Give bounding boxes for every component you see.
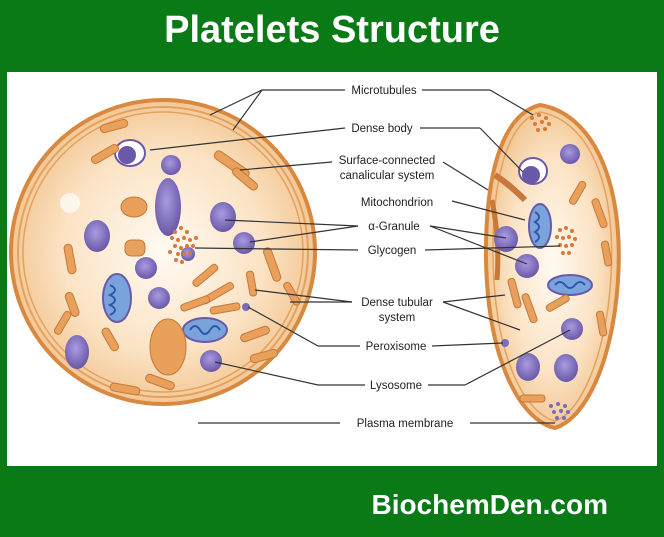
label-surface-connected: Surface-connected: [339, 155, 436, 167]
dense-body-right: [518, 157, 548, 185]
mitochondria-right: [528, 203, 593, 296]
organelles-left: [53, 118, 301, 396]
alpha-granules-left: [65, 155, 255, 372]
label-alpha-granule: α-Granule: [368, 221, 419, 233]
dense-body-left: [114, 139, 146, 167]
label-peroxisome: Peroxisome: [366, 341, 427, 353]
label-dense-tubular-system: system: [379, 312, 415, 324]
label-mitochondrion: Mitochondrion: [361, 197, 433, 209]
round-platelet: [9, 98, 317, 406]
mitochondria-left: [102, 273, 228, 343]
glycogen-left: [168, 226, 198, 264]
label-lysosome: Lysosome: [370, 380, 422, 392]
label-dense-tubular: Dense tubular: [361, 297, 433, 309]
dense-granule-dots-bottom: [549, 402, 570, 420]
diagram-labels: Microtubules Dense body Surface-connecte…: [339, 85, 454, 430]
label-microtubules: Microtubules: [351, 85, 416, 97]
discoid-platelet: [483, 102, 621, 431]
label-plasma-membrane: Plasma membrane: [357, 418, 454, 430]
organelles-right: [507, 180, 613, 403]
alpha-granules-right: [494, 144, 583, 382]
label-glycogen: Glycogen: [368, 245, 417, 257]
label-dense-body: Dense body: [351, 123, 413, 135]
leader-lines: [149, 89, 571, 424]
microtubule-dots-top: [530, 113, 551, 132]
peroxisome-left: [242, 303, 250, 311]
glycogen-right: [555, 226, 577, 255]
page-title: Platelets Structure: [164, 9, 500, 51]
label-canalicular-system: canalicular system: [340, 170, 435, 182]
site-credit: BiochemDen.com: [371, 489, 609, 520]
peroxisome-right: [501, 339, 509, 347]
